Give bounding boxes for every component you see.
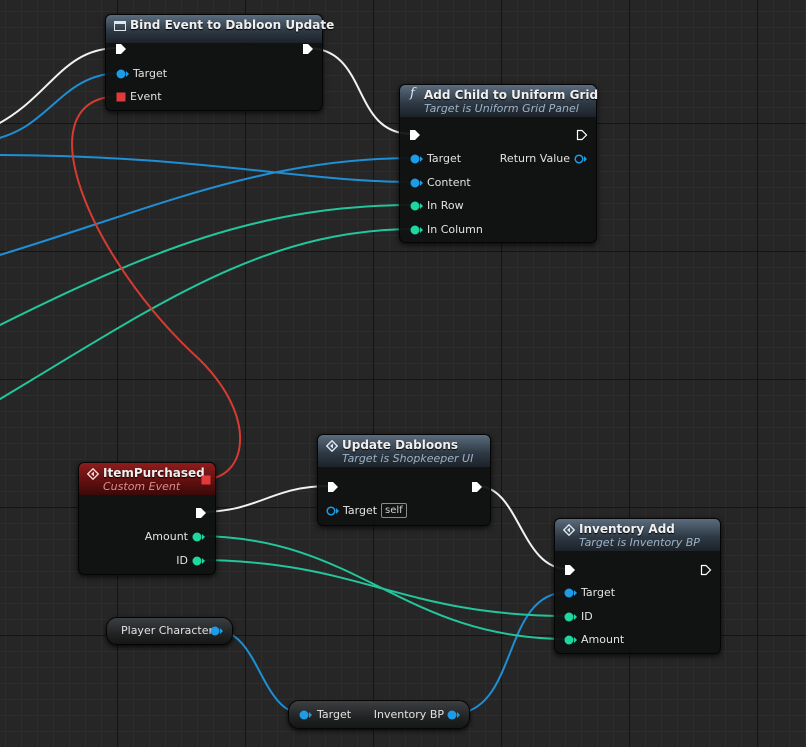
update-dabloons-header[interactable]: Update Dabloons Target is Shopkeeper UI — [318, 435, 490, 467]
object-wire-addchild-target — [0, 157, 415, 256]
cast-node[interactable]: Target Inventory BP — [288, 700, 470, 729]
player-character-node[interactable]: Player Character — [106, 617, 233, 645]
target-pin[interactable] — [326, 506, 340, 516]
exec-wire-bind-to-addchild — [306, 47, 413, 135]
int-wire-in-column — [0, 228, 415, 401]
content-pin[interactable] — [410, 178, 424, 188]
inventory-add-title: Inventory Add — [579, 522, 675, 536]
target-pin[interactable] — [564, 588, 578, 598]
bind-event-title: Bind Event to Dabloon Update — [130, 18, 335, 32]
add-child-header[interactable]: f Add Child to Uniform Grid Target is Un… — [400, 85, 599, 117]
inventory-add-subtitle: Target is Inventory BP — [579, 536, 700, 549]
delegate-wire-event — [71, 95, 241, 480]
add-child-subtitle: Target is Uniform Grid Panel — [424, 102, 579, 115]
exec-out-pin[interactable] — [195, 507, 207, 519]
player-character-out-pin[interactable] — [210, 626, 224, 636]
bind-event-header[interactable]: Bind Event to Dabloon Update — [106, 15, 334, 43]
event-pin-label: Event — [130, 90, 162, 103]
item-purchased-title: ItemPurchased — [103, 466, 205, 480]
custom-event-icon — [87, 468, 99, 480]
bind-event-node[interactable]: Bind Event to Dabloon Update Target Even… — [105, 14, 334, 111]
int-wire-in-row — [0, 204, 415, 327]
exec-in-pin[interactable] — [115, 43, 127, 55]
add-child-node[interactable]: f Add Child to Uniform Grid Target is Un… — [399, 84, 599, 243]
event-dispatcher-icon — [114, 21, 126, 31]
exec-in-pin[interactable] — [564, 564, 576, 576]
target-pin[interactable] — [410, 154, 424, 164]
amount-pin-label: Amount — [144, 530, 188, 543]
in-row-pin-label: In Row — [427, 199, 464, 212]
exec-in-pin[interactable] — [409, 129, 421, 141]
event-delegate-pin[interactable] — [116, 92, 126, 102]
cast-inventory-bp-label: Inventory BP — [373, 708, 444, 721]
event-call-icon — [326, 440, 338, 452]
int-wire-id — [195, 559, 569, 617]
id-pin[interactable] — [564, 612, 578, 622]
id-pin-label: ID — [581, 610, 593, 623]
item-purchased-subtitle: Custom Event — [103, 480, 181, 493]
in-column-pin-label: In Column — [427, 223, 483, 236]
inventory-add-node[interactable]: Inventory Add Target is Inventory BP Tar… — [554, 518, 721, 654]
cast-target-pin[interactable] — [299, 710, 313, 720]
return-value-pin[interactable] — [574, 154, 588, 164]
function-icon: f — [410, 86, 415, 101]
self-default-value[interactable]: self — [381, 503, 407, 518]
exec-out-pin[interactable] — [576, 129, 588, 141]
target-pin-label: Target — [427, 152, 462, 165]
object-wire-cast-to-inventory — [451, 591, 569, 715]
cast-target-label: Target — [317, 708, 352, 721]
return-value-pin-label: Return Value — [499, 152, 570, 165]
content-pin-label: Content — [427, 176, 471, 189]
amount-pin-label: Amount — [581, 633, 625, 646]
amount-pin[interactable] — [192, 532, 206, 542]
item-purchased-header[interactable]: ItemPurchased Custom Event — [79, 463, 215, 495]
target-pin-label: Target — [343, 504, 378, 517]
exec-out-pin[interactable] — [700, 564, 712, 576]
target-pin-label: Target — [133, 67, 168, 80]
inventory-add-header[interactable]: Inventory Add Target is Inventory BP — [555, 519, 720, 551]
exec-in-pin[interactable] — [327, 481, 339, 493]
target-pin-label: Target — [581, 586, 616, 599]
update-dabloons-node[interactable]: Update Dabloons Target is Shopkeeper UI … — [317, 434, 491, 526]
delegate-out-pin[interactable] — [201, 475, 211, 485]
id-pin[interactable] — [192, 556, 206, 566]
in-row-pin[interactable] — [410, 201, 424, 211]
exec-out-pin[interactable] — [302, 43, 314, 55]
exec-out-pin[interactable] — [471, 481, 483, 493]
in-column-pin[interactable] — [410, 225, 424, 235]
add-child-title: Add Child to Uniform Grid — [424, 88, 599, 102]
object-wire-addchild-content — [0, 154, 415, 183]
exec-wire-event-to-update — [199, 485, 331, 513]
exec-wire-in-bind — [0, 47, 119, 124]
cast-inventory-bp-pin[interactable] — [447, 710, 461, 720]
update-dabloons-subtitle: Target is Shopkeeper UI — [342, 452, 474, 465]
object-wire-bind-target — [0, 72, 122, 139]
event-call-icon — [563, 524, 575, 536]
item-purchased-node[interactable]: ItemPurchased Custom Event Amount ID — [78, 462, 216, 575]
update-dabloons-title: Update Dabloons — [342, 438, 459, 452]
amount-pin[interactable] — [564, 635, 578, 645]
target-pin[interactable] — [116, 69, 130, 79]
player-character-label: Player Character — [121, 624, 214, 637]
id-pin-label: ID — [176, 554, 188, 567]
